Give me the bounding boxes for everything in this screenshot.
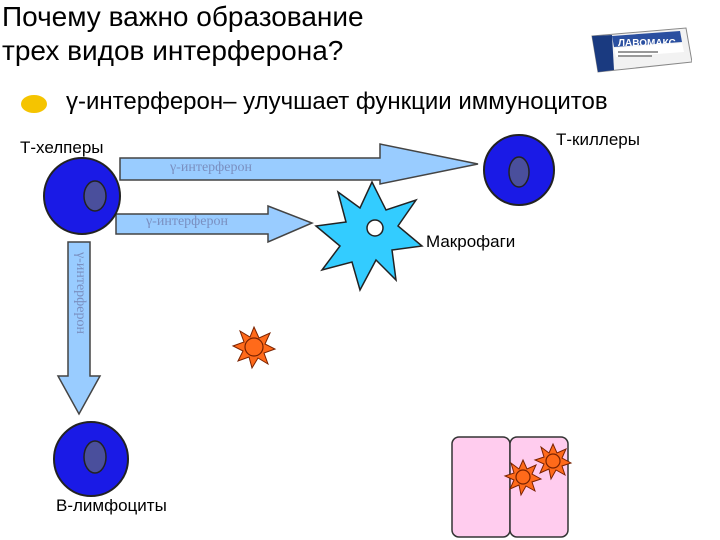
b-lymphocyte-nucleus — [83, 440, 107, 474]
tissue-cell-left — [451, 436, 511, 538]
macrophage-nucleus — [366, 219, 384, 237]
virus-icon — [503, 458, 543, 497]
t-helper-cell — [43, 157, 121, 235]
t-helpers-label: Т-хелперы — [20, 138, 104, 157]
arrow-to-killers-label: γ-интерферон — [170, 160, 252, 175]
virus-icon — [533, 442, 573, 481]
arrow-to-macrophage-label: γ-интерферон — [146, 214, 228, 229]
macrophage-cell — [314, 180, 424, 292]
arrow-to-killers — [119, 143, 479, 185]
bullet-text: γ-интерферон– улучшает функции иммуноцит… — [66, 88, 608, 115]
arrow-to-b-cells — [56, 241, 102, 416]
virus-icon — [231, 325, 277, 370]
lavomax-package: ЛАВОМАКС — [588, 26, 692, 74]
slide-title: Почему важно образование трех видов инте… — [2, 1, 364, 66]
t-killer-nucleus — [508, 156, 530, 188]
t-killers-label: Т-киллеры — [556, 130, 640, 149]
macrophages-label: Макрофаги — [426, 232, 516, 251]
product-name: ЛАВОМАКС — [618, 38, 676, 49]
b-lymphocytes-label: В-лимфоциты — [56, 496, 167, 515]
t-helper-nucleus — [83, 180, 107, 212]
arrow-to-b-cells-label: γ-интерферон — [73, 252, 88, 334]
arrow-to-macrophage — [115, 204, 314, 244]
bullet-marker — [21, 95, 47, 113]
